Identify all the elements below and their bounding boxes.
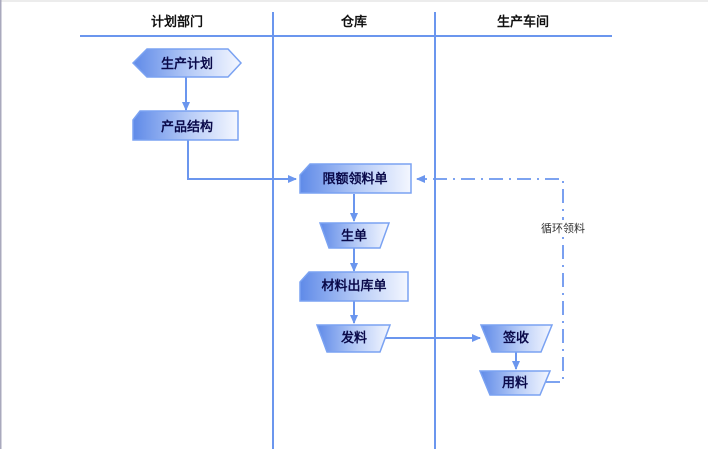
node-generate-order[interactable]: 生单 (318, 222, 391, 249)
edge-structure-to-quota (187, 140, 297, 183)
node-label: 生单 (341, 228, 367, 244)
node-label: 产品结构 (161, 119, 213, 135)
node-use-material[interactable]: 用料 (478, 370, 552, 396)
node-issue-material[interactable]: 发料 (315, 324, 392, 353)
node-quota-requisition[interactable]: 限额领料单 (299, 163, 412, 194)
edge-loop-use-to-quota (416, 175, 564, 383)
loop-edge-label: 循环领料 (541, 221, 585, 235)
node-sign-receipt[interactable]: 签收 (479, 324, 554, 353)
node-production-plan[interactable]: 生产计划 (131, 48, 243, 78)
node-label: 签收 (502, 330, 530, 346)
lane-title-planning: 计划部门 (151, 14, 203, 30)
node-label: 限额领料单 (322, 171, 387, 187)
node-label: 发料 (340, 330, 367, 346)
node-material-outbound[interactable]: 材料出库单 (299, 271, 409, 302)
node-label: 材料出库单 (321, 278, 386, 294)
top-frame-edge (0, 0, 708, 2)
node-product-structure[interactable]: 产品结构 (132, 110, 239, 141)
lane-title-workshop: 生产车间 (497, 14, 549, 30)
loop-label-bg (534, 220, 592, 236)
node-label: 用料 (501, 375, 528, 391)
node-label: 生产计划 (161, 56, 213, 72)
lane-title-warehouse: 仓库 (340, 14, 367, 30)
left-frame-edge (0, 0, 2, 449)
